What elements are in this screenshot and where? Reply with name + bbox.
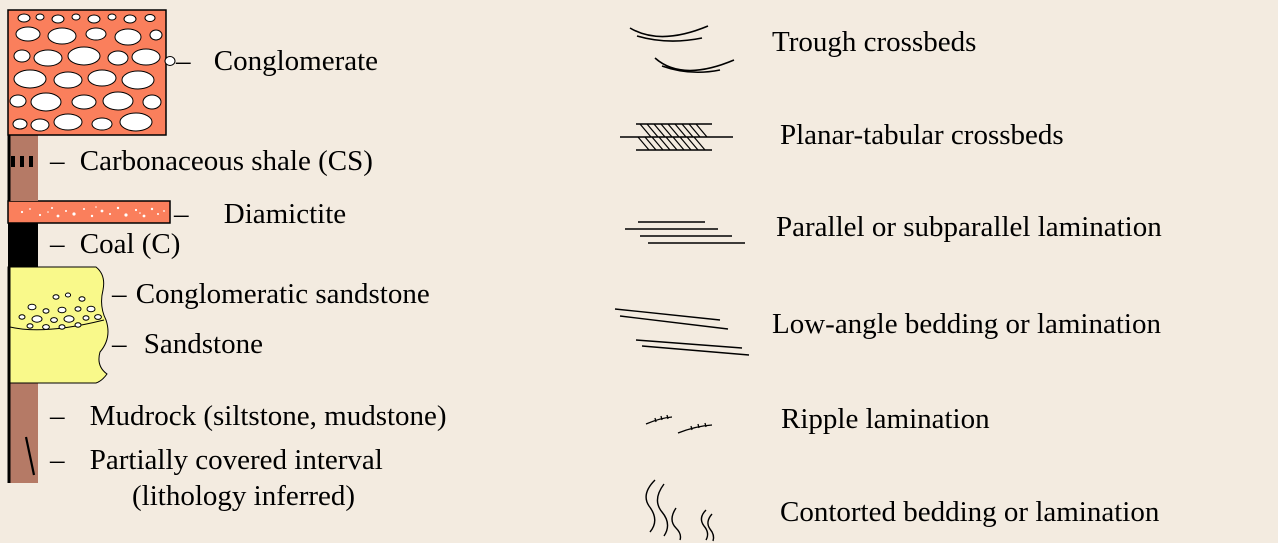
ripple-lamination-label: Ripple lamination	[781, 405, 990, 434]
parallel-lamination-label: Parallel or subparallel lamination	[776, 213, 1162, 242]
conglomerate-label: Conglomerate	[214, 45, 378, 77]
parallel-lamination-icon	[625, 222, 745, 243]
partially-covered-dash: –	[50, 444, 65, 476]
conglomerate-swatch	[8, 10, 175, 135]
structure-symbols	[615, 26, 749, 541]
diamictite-label-row: – Diamictite	[174, 200, 346, 229]
coal-dash: –	[50, 228, 65, 260]
coal-label: Coal (C)	[80, 228, 181, 260]
conglomerate-label-row: – Conglomerate	[176, 47, 378, 76]
mudrock-label-row: – Mudrock (siltstone, mudstone)	[50, 402, 447, 431]
conglomeratic-sandstone-label-row: – Conglomeratic sandstone	[112, 280, 430, 309]
partially-covered-label-row: – Partially covered interval	[50, 446, 383, 475]
trough-crossbeds-icon	[630, 26, 734, 72]
ripple-lamination-icon	[646, 415, 712, 433]
sandstone-label: Sandstone	[144, 328, 263, 360]
mudrock-swatch	[8, 383, 38, 483]
mudrock-dash: –	[50, 400, 65, 432]
conglomeratic-sandstone-label: Conglomeratic sandstone	[136, 278, 430, 310]
coal-swatch	[8, 228, 38, 267]
coal-label-row: – Coal (C)	[50, 230, 180, 259]
diamictite-swatch	[8, 201, 170, 228]
planar-tabular-crossbeds-label: Planar-tabular crossbeds	[780, 121, 1064, 150]
trough-crossbeds-label: Trough crossbeds	[772, 28, 976, 57]
contorted-bedding-icon	[646, 480, 713, 541]
planar-tabular-crossbeds-icon	[620, 124, 733, 150]
conglomerate-dash: –	[176, 45, 191, 77]
mudrock-label: Mudrock (siltstone, mudstone)	[90, 400, 447, 432]
partially-covered-note: (lithology inferred)	[132, 482, 355, 511]
low-angle-bedding-icon	[615, 309, 749, 355]
diamictite-dash: –	[174, 198, 189, 230]
low-angle-bedding-label: Low-angle bedding or lamination	[772, 310, 1161, 339]
conglomeratic-sandstone-dash: –	[112, 278, 127, 310]
carbonaceous-shale-label: Carbonaceous shale (CS)	[80, 145, 373, 177]
diamictite-label: Diamictite	[224, 198, 346, 230]
carbonaceous-shale-dash: –	[50, 145, 65, 177]
carbonaceous-shale-label-row: – Carbonaceous shale (CS)	[50, 147, 373, 176]
sandstone-label-row: – Sandstone	[112, 330, 263, 359]
carbonaceous-shale-swatch	[8, 135, 38, 201]
partially-covered-label: Partially covered interval	[90, 444, 383, 476]
sandstone-swatch	[8, 267, 108, 383]
sandstone-dash: –	[112, 328, 127, 360]
contorted-bedding-label: Contorted bedding or lamination	[780, 498, 1159, 527]
